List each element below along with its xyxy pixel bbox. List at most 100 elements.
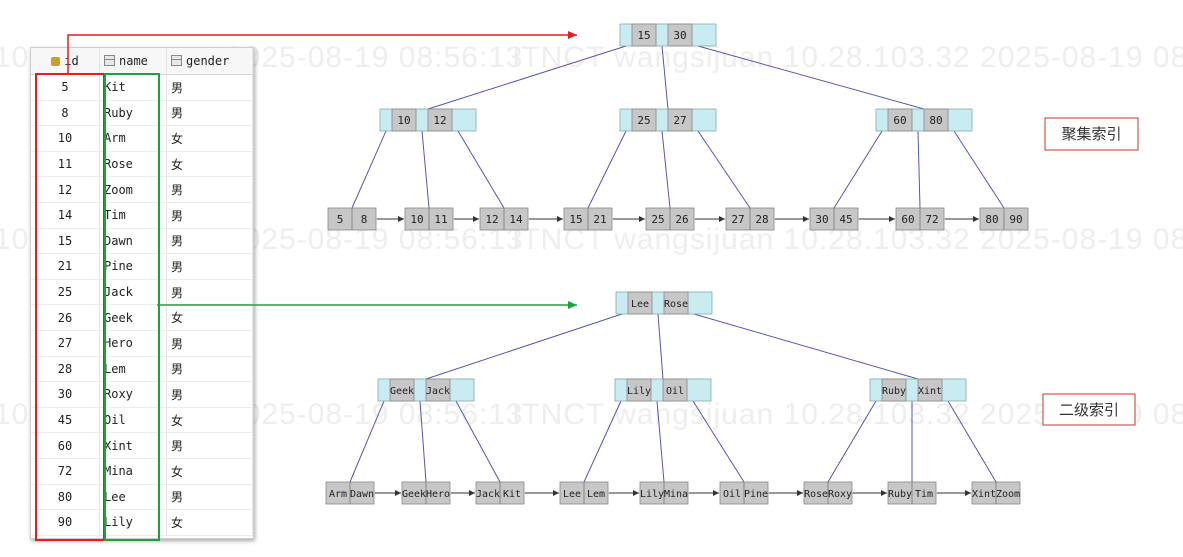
cell-gender[interactable]: 男: [166, 100, 253, 127]
cell-name[interactable]: Hero: [99, 330, 167, 357]
cell-name[interactable]: Arm: [99, 125, 167, 152]
cell-id[interactable]: 30: [31, 381, 100, 408]
cell-id[interactable]: 25: [31, 279, 100, 306]
cell-id[interactable]: 45: [31, 407, 100, 434]
cell-name[interactable]: Xint: [99, 432, 167, 459]
cell-name[interactable]: Ruby: [99, 100, 167, 127]
column-header-gender[interactable]: gender: [166, 48, 253, 75]
cell-name[interactable]: Lee: [99, 484, 167, 511]
cell-gender[interactable]: 女: [166, 458, 253, 485]
cell-gender[interactable]: 女: [166, 151, 253, 178]
cell-gender[interactable]: 女: [166, 125, 253, 152]
cell-gender[interactable]: 女: [166, 509, 253, 536]
cell-gender[interactable]: 男: [166, 253, 253, 280]
cell-id[interactable]: 26: [31, 304, 100, 331]
cell-id[interactable]: 14: [31, 202, 100, 229]
cell-name[interactable]: Tim: [99, 202, 167, 229]
cell-id[interactable]: 72: [31, 458, 100, 485]
cell-name[interactable]: Mina: [99, 458, 167, 485]
cell-id[interactable]: 60: [31, 432, 100, 459]
column-header-name[interactable]: name: [99, 48, 167, 75]
cell-gender[interactable]: 男: [166, 484, 253, 511]
cell-name[interactable]: Lily: [99, 509, 167, 536]
cell-name[interactable]: Rose: [99, 151, 167, 178]
cell-id[interactable]: 28: [31, 356, 100, 383]
cell-id[interactable]: 90: [31, 509, 100, 536]
cell-id[interactable]: 8: [31, 100, 100, 127]
cell-name[interactable]: Kit: [99, 74, 167, 101]
cell-gender[interactable]: 女: [166, 407, 253, 434]
cell-gender[interactable]: 男: [166, 432, 253, 459]
cell-id[interactable]: 80: [31, 484, 100, 511]
cell-id[interactable]: 5: [31, 74, 100, 101]
cell-gender[interactable]: 男: [166, 228, 253, 255]
cell-id[interactable]: 10: [31, 125, 100, 152]
cell-id[interactable]: 21: [31, 253, 100, 280]
cell-gender[interactable]: 男: [166, 330, 253, 357]
cell-gender[interactable]: 男: [166, 202, 253, 229]
cell-id[interactable]: 27: [31, 330, 100, 357]
cell-id[interactable]: 12: [31, 176, 100, 203]
cell-name[interactable]: Pine: [99, 253, 167, 280]
cell-name[interactable]: Dawn: [99, 228, 167, 255]
cell-name[interactable]: Jack: [99, 279, 167, 306]
cell-name[interactable]: Zoom: [99, 176, 167, 203]
cell-name[interactable]: Roxy: [99, 381, 167, 408]
cell-id[interactable]: 15: [31, 228, 100, 255]
cell-gender[interactable]: 男: [166, 356, 253, 383]
cell-id[interactable]: 11: [31, 151, 100, 178]
cell-gender[interactable]: 男: [166, 74, 253, 101]
cell-gender[interactable]: 女: [166, 304, 253, 331]
cell-gender[interactable]: 男: [166, 176, 253, 203]
cell-name[interactable]: Geek: [99, 304, 167, 331]
cell-gender[interactable]: 男: [166, 381, 253, 408]
cell-name[interactable]: Oil: [99, 407, 167, 434]
cell-name[interactable]: Lem: [99, 356, 167, 383]
